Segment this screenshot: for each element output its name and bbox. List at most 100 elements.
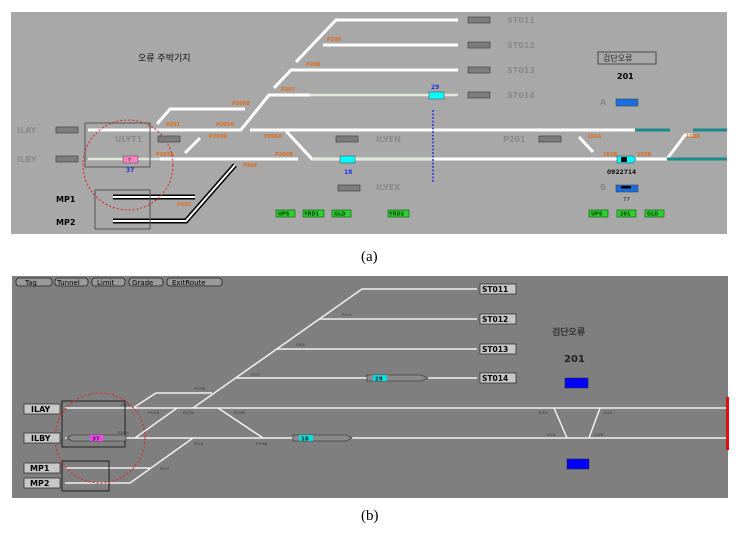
train-29-b[interactable]: 29	[366, 374, 429, 383]
svg-text:201: 201	[620, 212, 631, 218]
tag-button[interactable]	[15, 277, 53, 287]
label-p201: P201	[503, 135, 526, 144]
label-ulyt1: ULYT1	[115, 135, 143, 144]
point-102b: 102B	[637, 152, 651, 158]
svg-text:102A: 102A	[603, 411, 613, 415]
grade-button[interactable]	[128, 277, 164, 287]
st011-label-box[interactable]	[479, 283, 517, 295]
st013-block[interactable]	[467, 66, 491, 74]
track-102-b[interactable]	[588, 407, 601, 439]
ilby-label-box[interactable]	[23, 432, 61, 444]
platform-a[interactable]	[615, 98, 639, 107]
svg-text:ILAY: ILAY	[31, 405, 51, 414]
station-box	[597, 51, 657, 65]
frames-b	[61, 400, 126, 492]
track-101-b[interactable]	[553, 407, 568, 439]
button-ups[interactable]	[275, 209, 296, 218]
limit-marker	[726, 397, 729, 450]
train-cyan-18[interactable]	[339, 155, 356, 164]
toolbar: Tag Tunnel Limit Grade ExitRoute	[15, 277, 223, 287]
button-yrd1[interactable]	[302, 209, 325, 218]
point-p204: P204	[243, 163, 258, 169]
svg-text:Tag: Tag	[24, 279, 37, 287]
svg-text:P203A: P203A	[118, 431, 130, 435]
caption-b: (b)	[361, 508, 379, 524]
track-p206-b[interactable]	[217, 407, 264, 439]
st011-block[interactable]	[467, 16, 491, 24]
label-ilby: ILBY	[17, 155, 37, 164]
button-gld[interactable]	[331, 209, 352, 218]
label-st012: ST012	[507, 41, 535, 50]
button-gld-right[interactable]	[644, 209, 665, 218]
point-p206a: P206A	[264, 134, 282, 140]
point-101b: 101B	[603, 152, 617, 158]
train-18-b[interactable]: 18	[292, 434, 353, 443]
svg-text:P203: P203	[160, 467, 169, 471]
button-yrd2[interactable]	[387, 209, 410, 218]
platform-b-label: B	[600, 183, 606, 192]
ilay-label-box[interactable]	[23, 403, 61, 415]
ilay-block[interactable]	[55, 126, 79, 134]
svg-text:102B: 102B	[594, 433, 604, 437]
label-st013: ST013	[507, 66, 535, 75]
svg-text:UPS: UPS	[278, 212, 290, 218]
st014-block[interactable]	[467, 91, 491, 99]
track-p201[interactable]	[155, 107, 245, 125]
svg-text:ST011: ST011	[482, 285, 508, 294]
track-main-diagonal[interactable]	[192, 288, 363, 409]
st012-block[interactable]	[467, 41, 491, 49]
limit-button[interactable]	[91, 277, 126, 287]
svg-text:ILBY: ILBY	[31, 434, 51, 443]
train-37-b[interactable]: 37	[66, 434, 127, 443]
track-101a[interactable]	[577, 135, 595, 154]
ulyt1-block[interactable]	[157, 135, 181, 143]
svg-text:YRD1: YRD1	[303, 212, 320, 218]
panel-a: 오류 주박기지	[11, 12, 727, 234]
p201-block[interactable]	[538, 135, 562, 143]
track-mp2-b[interactable]	[65, 437, 194, 484]
svg-text:MP1: MP1	[30, 464, 50, 473]
point-p205a: P205A	[216, 122, 234, 128]
label-ilyex: ILYEX	[376, 183, 401, 192]
label-ilyen: ILYEN	[376, 135, 401, 144]
button-201[interactable]	[616, 209, 637, 218]
point-p205b: P205B	[232, 101, 250, 107]
svg-text:101A: 101A	[538, 411, 548, 415]
track-102a[interactable]	[655, 133, 693, 161]
yard-title: 오류 주박기지	[138, 53, 191, 64]
tunnel-button[interactable]	[54, 277, 89, 287]
track-layout-b	[65, 288, 728, 484]
svg-text:YRD2: YRD2	[388, 212, 405, 218]
mp2-label-box[interactable]	[23, 477, 61, 489]
teal-tracks	[635, 128, 727, 161]
ilyen-block[interactable]	[335, 135, 359, 143]
train-37-number: 37	[92, 437, 100, 443]
ilby-block[interactable]	[55, 155, 79, 163]
panel-b-background	[12, 276, 728, 498]
label-ilay: ILAY	[17, 126, 37, 135]
track-st014-a[interactable]	[238, 93, 310, 132]
button-ups-right[interactable]	[588, 209, 609, 218]
svg-text:MP2: MP2	[30, 479, 49, 488]
st013-label-box[interactable]	[479, 343, 517, 355]
train-pink[interactable]	[122, 155, 139, 164]
st012-label-box[interactable]	[479, 313, 517, 325]
svg-text:GLD: GLD	[647, 212, 658, 218]
st014-label-box[interactable]	[479, 372, 517, 384]
platform-b-number: 77	[623, 197, 630, 203]
platform-a-b[interactable]	[564, 377, 589, 389]
ilyex-block[interactable]	[337, 184, 361, 192]
train-cyan-29[interactable]	[428, 91, 445, 100]
track-st011[interactable]	[294, 18, 458, 64]
caption-a: (a)	[361, 249, 378, 265]
svg-text:Grade: Grade	[132, 279, 153, 287]
track-p202b[interactable]	[183, 136, 202, 155]
track-st013[interactable]	[272, 68, 458, 90]
mp1-label-box[interactable]	[23, 462, 61, 474]
exitroute-button[interactable]	[166, 277, 223, 287]
track-p202b-b[interactable]	[134, 407, 178, 439]
svg-text:P206B: P206B	[256, 442, 268, 446]
track-p201-b[interactable]	[132, 392, 212, 409]
platform-b-b[interactable]	[566, 458, 590, 470]
